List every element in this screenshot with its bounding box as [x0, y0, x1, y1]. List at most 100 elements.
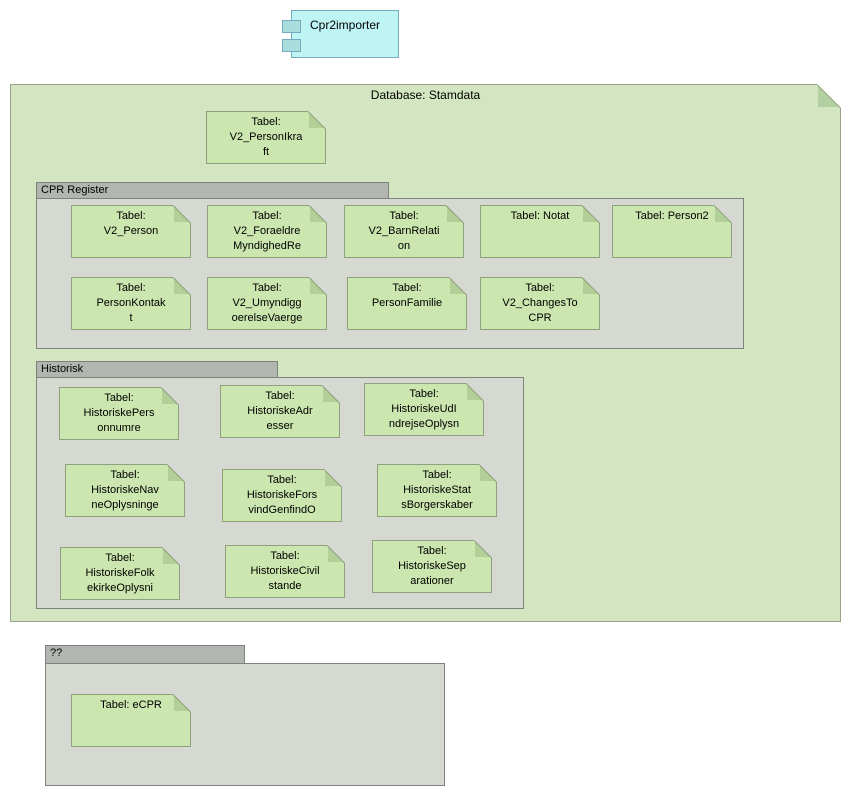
table-note-v2-person[interactable]: Tabel: V2_Person — [71, 205, 191, 258]
note-label: Tabel: HistoriskePers onnumre — [60, 391, 178, 436]
note-label: Tabel: V2_Umyndigg oerelseVaerge — [208, 281, 326, 326]
package-tab-cpr-register[interactable]: CPR Register — [36, 182, 389, 199]
note-line: HistoriskeFolk — [85, 567, 155, 579]
table-note-historiskefolkekirkeoplysni[interactable]: Tabel: HistoriskeFolk ekirkeOplysni — [60, 547, 180, 600]
table-note-historiskeudindrejseoplysn[interactable]: Tabel: HistoriskeUdI ndrejseOplysn — [364, 383, 484, 436]
note-line: HistoriskePers — [83, 407, 155, 419]
note-line: V2_BarnRelati — [368, 225, 440, 237]
note-label: Tabel: HistoriskeNav neOplysninge — [66, 468, 184, 513]
note-line: arationer — [410, 575, 454, 587]
note-label: Tabel: HistoriskeCivil stande — [226, 549, 344, 594]
note-line: V2_PersonIkra — [229, 131, 303, 143]
package-body-historisk[interactable]: Tabel: HistoriskePers onnumre Tabel: His… — [36, 377, 524, 609]
package-tab-historisk[interactable]: Historisk — [36, 361, 278, 378]
note-line: Tabel: Notat — [510, 210, 570, 222]
note-line: Tabel: — [105, 552, 135, 564]
note-line: Tabel: — [392, 282, 422, 294]
note-line: Tabel: — [417, 545, 447, 557]
note-line: V2_ChangesTo — [502, 297, 578, 309]
note-line: PersonFamilie — [371, 297, 443, 309]
note-line: ndrejseOplysn — [388, 418, 460, 430]
table-note-v2-personikraft[interactable]: Tabel: V2_PersonIkra ft — [206, 111, 326, 164]
note-line: Tabel: — [252, 210, 282, 222]
note-line: PersonKontak — [96, 297, 166, 309]
table-note-personfamilie[interactable]: Tabel: PersonFamilie — [347, 277, 467, 330]
note-line: Tabel: — [409, 388, 439, 400]
note-line: stande — [268, 580, 302, 592]
table-note-v2-changestocpr[interactable]: Tabel: V2_ChangesTo CPR — [480, 277, 600, 330]
note-line: MyndighedRe — [233, 240, 301, 252]
note-label: Tabel: V2_Person — [72, 209, 190, 239]
component-port-icon — [282, 39, 301, 52]
note-line: oerelseVaerge — [231, 312, 303, 324]
note-label: Tabel: PersonKontak t — [72, 281, 190, 326]
note-line: Tabel: — [270, 550, 300, 562]
table-note-v2-foraeldremyndighedre[interactable]: Tabel: V2_Foraeldre MyndighedRe — [207, 205, 327, 258]
package-body-cpr-register[interactable]: Tabel: V2_Person Tabel: V2_Foraeldre Myn… — [36, 198, 744, 349]
table-note-person2[interactable]: Tabel: Person2 — [612, 205, 732, 258]
note-line: HistoriskeFors — [246, 489, 318, 501]
component-cpr2importer[interactable]: Cpr2importer — [282, 10, 399, 58]
note-label: Tabel: HistoriskeFors vindGenfindO — [223, 473, 341, 518]
note-line: Tabel: — [116, 282, 146, 294]
table-note-personkontakt[interactable]: Tabel: PersonKontak t — [71, 277, 191, 330]
note-label: Tabel: HistoriskeSep arationer — [373, 544, 491, 589]
note-label: Tabel: HistoriskeAdr esser — [221, 389, 339, 434]
component-label: Cpr2importer — [309, 18, 381, 32]
note-label: Tabel: HistoriskeUdI ndrejseOplysn — [365, 387, 483, 432]
note-label: Tabel: PersonFamilie — [348, 281, 466, 311]
note-line: vindGenfindO — [248, 504, 316, 516]
note-line: sBorgerskaber — [401, 499, 473, 511]
note-label: Tabel: HistoriskeFolk ekirkeOplysni — [61, 551, 179, 596]
component-port-icon — [282, 20, 301, 33]
note-line: ekirkeOplysni — [86, 582, 154, 594]
note-line: V2_Person — [103, 225, 159, 237]
note-line: HistoriskeAdr — [247, 405, 313, 417]
table-note-historiskeforsvindgenfindo[interactable]: Tabel: HistoriskeFors vindGenfindO — [222, 469, 342, 522]
note-label: Tabel: V2_PersonIkra ft — [207, 115, 325, 160]
container-title: Database: Stamdata — [370, 88, 481, 102]
table-note-historiskenavneoplysninge[interactable]: Tabel: HistoriskeNav neOplysninge — [65, 464, 185, 517]
table-note-v2-umyndiggoerelsevaerge[interactable]: Tabel: V2_Umyndigg oerelseVaerge — [207, 277, 327, 330]
note-line: V2_Foraeldre — [233, 225, 301, 237]
note-line: on — [397, 240, 411, 252]
package-tab-unknown[interactable]: ?? — [45, 645, 245, 664]
note-label: Tabel: V2_Foraeldre MyndighedRe — [208, 209, 326, 254]
note-line: HistoriskeCivil — [250, 565, 320, 577]
table-note-historiskepersonnumre[interactable]: Tabel: HistoriskePers onnumre — [59, 387, 179, 440]
table-note-historiskestatsborgerskaber[interactable]: Tabel: HistoriskeStat sBorgerskaber — [377, 464, 497, 517]
note-line: Tabel: — [267, 474, 297, 486]
note-line: CPR — [528, 312, 552, 324]
note-line: Tabel: eCPR — [100, 699, 162, 711]
note-label: Tabel: V2_ChangesTo CPR — [481, 281, 599, 326]
note-label: Tabel: HistoriskeStat sBorgerskaber — [378, 468, 496, 513]
note-label: Tabel: V2_BarnRelati on — [345, 209, 463, 254]
note-line: HistoriskeNav — [91, 484, 159, 496]
note-line: Tabel: — [525, 282, 555, 294]
table-note-historiskecivilstande[interactable]: Tabel: HistoriskeCivil stande — [225, 545, 345, 598]
table-note-notat[interactable]: Tabel: Notat — [480, 205, 600, 258]
note-line: Tabel: — [265, 390, 295, 402]
table-note-historiskeseparationer[interactable]: Tabel: HistoriskeSep arationer — [372, 540, 492, 593]
note-line: HistoriskeUdI — [391, 403, 457, 415]
note-line: neOplysninge — [91, 499, 159, 511]
database-stamdata-container[interactable]: Database: Stamdata Tabel: V2_PersonIkra … — [10, 84, 841, 622]
table-note-v2-barnrelation[interactable]: Tabel: V2_BarnRelati on — [344, 205, 464, 258]
note-line: t — [129, 312, 133, 324]
note-line: onnumre — [97, 422, 141, 434]
note-line: Tabel: — [116, 210, 146, 222]
note-label: Tabel: Person2 — [613, 209, 731, 224]
note-label: Tabel: eCPR — [72, 698, 190, 713]
note-label: Tabel: Notat — [481, 209, 599, 224]
note-line: Tabel: — [252, 282, 282, 294]
package-body-unknown[interactable]: Tabel: eCPR — [45, 663, 445, 786]
note-line: HistoriskeStat — [403, 484, 471, 496]
note-line: Tabel: Person2 — [635, 210, 709, 222]
note-line: Tabel: — [251, 116, 281, 128]
table-note-historiskeadresser[interactable]: Tabel: HistoriskeAdr esser — [220, 385, 340, 438]
table-note-ecpr[interactable]: Tabel: eCPR — [71, 694, 191, 747]
note-line: esser — [266, 420, 294, 432]
note-line: Tabel: — [389, 210, 419, 222]
note-line: Tabel: — [422, 469, 452, 481]
